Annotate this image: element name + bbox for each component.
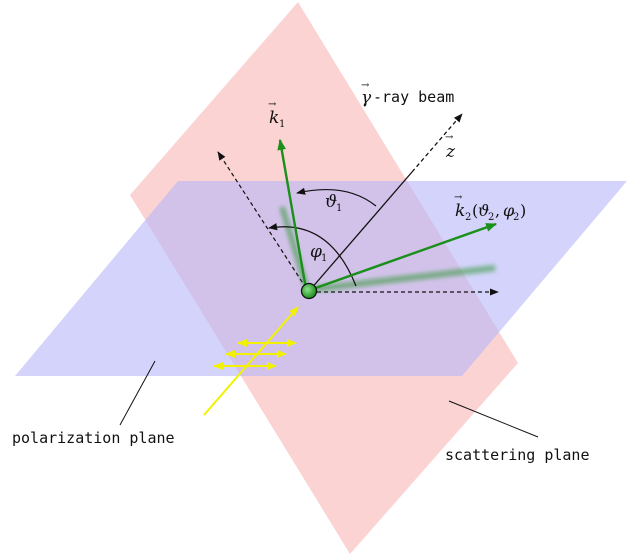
beam-axis-solid [309, 171, 413, 291]
k2-symbol: k [455, 201, 465, 221]
k1-arrow-mark: → [268, 99, 277, 110]
polarization-plane-label: polarization plane [12, 429, 175, 447]
k2-phi-sub: 2 [513, 212, 519, 223]
k2-phi: φ [503, 201, 515, 220]
gamma-beam-text: -ray beam [373, 88, 454, 106]
phi1-arc [268, 223, 357, 287]
upper-left-dashed-axis [217, 151, 307, 289]
k1-vector [277, 138, 308, 290]
k2-projection-blur [313, 265, 496, 292]
k2-vector [309, 222, 498, 292]
theta1-label: ϑ 1 [325, 192, 342, 214]
k2-label: → k 2 ( ϑ 2 , φ 2 ) [454, 192, 526, 223]
z-symbol: z [445, 142, 456, 162]
phi1-label: φ 1 [310, 242, 327, 264]
k2-subscript: 2 [465, 212, 471, 223]
k2-arrow-mark: → [454, 192, 463, 203]
k2-theta-sub: 2 [488, 212, 494, 223]
z-axis-label: → z [445, 132, 456, 162]
k2-close-paren: ) [520, 201, 526, 220]
gamma-arrow-mark: → [361, 80, 370, 91]
polarization-callout-line [119, 360, 156, 426]
k1-label: → k 1 [268, 99, 285, 130]
gamma-beam-label: → γ -ray beam [361, 80, 454, 108]
incoming-beam-line [203, 306, 299, 416]
k2-comma: , [495, 201, 500, 220]
gamma-symbol: γ [361, 88, 372, 108]
beam-axis-dashed [411, 113, 463, 173]
phi1-subscript: 1 [321, 253, 327, 264]
z-arrow-mark: → [445, 132, 454, 143]
k1-subscript: 1 [279, 119, 285, 130]
theta1-symbol: ϑ [325, 192, 337, 212]
theta1-arc [296, 187, 377, 207]
polarization-plane [15, 181, 627, 376]
origin-point [300, 282, 318, 300]
scattering-plane-label: scattering plane [445, 446, 590, 464]
scattering-callout-line [448, 400, 539, 438]
phi1-symbol: φ [310, 242, 322, 262]
k2-theta: ϑ [478, 201, 489, 220]
k1-symbol: k [269, 108, 279, 128]
theta1-subscript: 1 [336, 203, 342, 214]
polarization-arrows [213, 339, 297, 370]
k2-open-paren: ( [472, 201, 478, 220]
